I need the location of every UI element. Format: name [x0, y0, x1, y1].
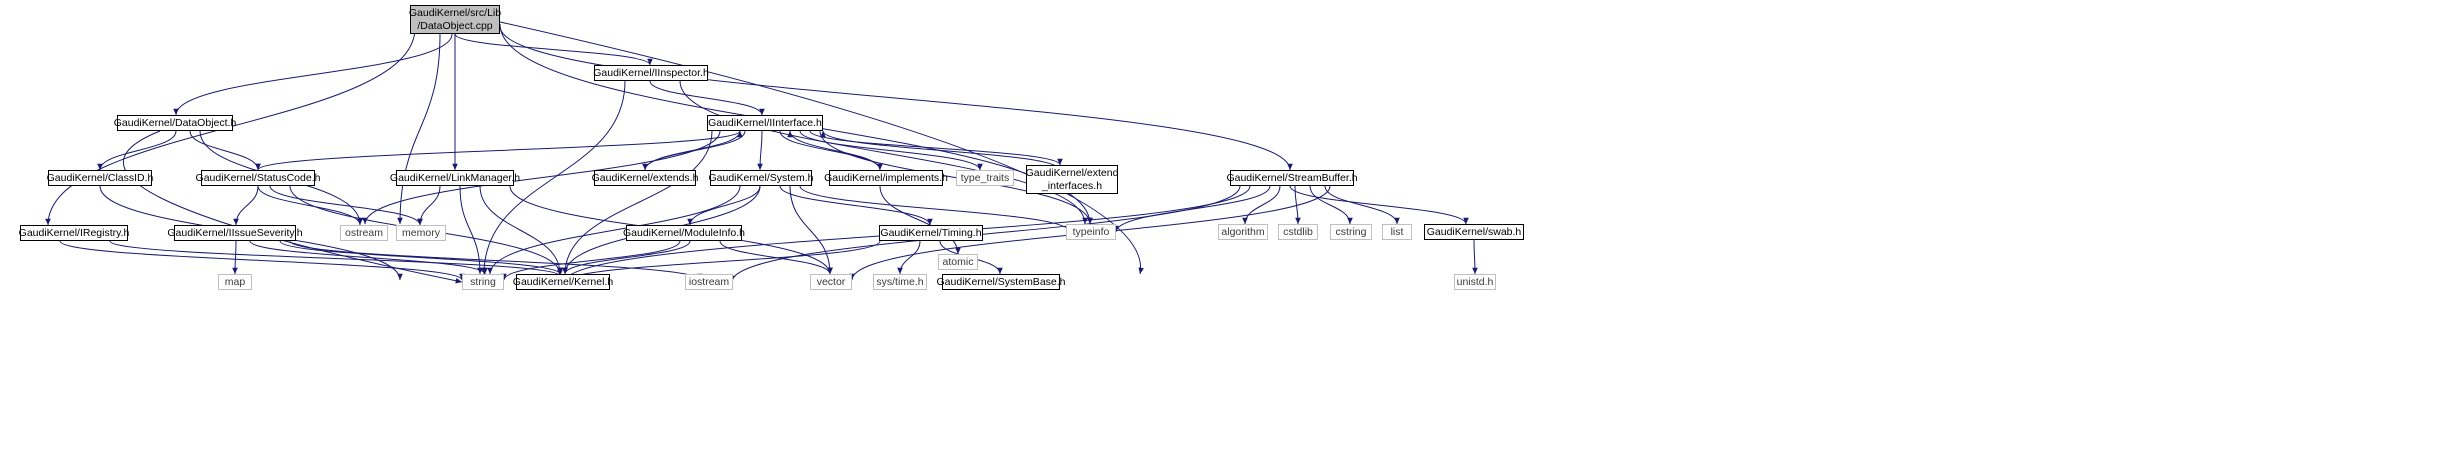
node-ostream[interactable]: ostream — [340, 225, 388, 241]
node-extend-interfaces[interactable]: GaudiKernel/extend _interfaces.h — [1026, 165, 1118, 194]
node-dataobject-h[interactable]: GaudiKernel/DataObject.h — [114, 115, 236, 131]
node-memory[interactable]: memory — [396, 225, 446, 241]
node-string[interactable]: string — [462, 274, 504, 290]
dependency-edge — [789, 185, 833, 275]
dependency-edge — [729, 185, 1241, 283]
dependency-edge — [501, 240, 681, 281]
node-extends[interactable]: GaudiKernel/extends.h — [592, 170, 698, 186]
dependency-edge — [1472, 239, 1478, 275]
dependency-edge — [757, 130, 763, 171]
node-typeinfo[interactable]: typeinfo — [1066, 224, 1116, 240]
dependency-edge — [97, 130, 177, 171]
dependency-edge — [189, 130, 261, 171]
node-system[interactable]: GaudiKernel/System.h — [708, 170, 814, 186]
node-root-dataobject-cpp[interactable]: GaudiKernel/src/Lib /DataObject.cpp — [409, 5, 501, 34]
dependency-edge — [820, 130, 1061, 171]
dependency-edge — [255, 130, 741, 171]
dependency-edge — [779, 130, 883, 171]
dependency-edge — [679, 80, 1088, 225]
dependency-edge — [562, 240, 691, 275]
dependency-edge — [799, 185, 1073, 233]
node-kernel[interactable]: GaudiKernel/Kernel.h — [513, 274, 613, 290]
dependency-edge — [499, 21, 1144, 275]
dependency-edge — [799, 130, 983, 171]
dependency-edge — [397, 33, 441, 225]
node-atomic[interactable]: atomic — [938, 254, 978, 270]
dependency-edge — [499, 25, 1293, 171]
dependency-edge — [289, 240, 703, 281]
dependency-edge — [1309, 185, 1353, 225]
node-cstdlib[interactable]: cstdlib — [1278, 224, 1318, 240]
dependency-edge — [779, 185, 933, 226]
node-type-traits[interactable]: type_traits — [956, 170, 1014, 186]
dependency-edge — [279, 240, 563, 275]
node-map[interactable]: map — [218, 274, 252, 290]
node-swab[interactable]: GaudiKernel/swab.h — [1424, 224, 1524, 240]
node-linkmanager[interactable]: GaudiKernel/LinkManager.h — [390, 170, 520, 186]
dependency-edge — [417, 185, 441, 226]
node-iinterface[interactable]: GaudiKernel/IInterface.h — [707, 115, 823, 131]
dependency-edge — [454, 33, 653, 66]
node-iissueseverity[interactable]: GaudiKernel/IIssueSeverity.h — [167, 225, 303, 241]
dependency-edge — [362, 130, 721, 225]
dependency-edge — [897, 240, 921, 275]
node-moduleinfo[interactable]: GaudiKernel/ModuleInfo.h — [623, 225, 745, 241]
dependency-edge — [257, 185, 363, 226]
node-timing[interactable]: GaudiKernel/Timing.h — [879, 225, 983, 241]
dependency-edge — [787, 130, 881, 171]
node-unistd[interactable]: unistd.h — [1454, 274, 1496, 290]
node-statuscode[interactable]: GaudiKernel/StatusCode.h — [196, 170, 320, 186]
node-classid[interactable]: GaudiKernel/ClassID.h — [47, 170, 153, 186]
dependency-edge — [232, 240, 238, 275]
dependency-edge — [233, 185, 259, 226]
node-cstring[interactable]: cstring — [1330, 224, 1372, 240]
dependency-edge — [644, 130, 743, 171]
dependency-edge — [479, 185, 563, 275]
dependency-edge — [109, 240, 563, 277]
node-iregistry[interactable]: GaudiKernel/IRegistry.h — [19, 225, 129, 241]
node-iostream[interactable]: iostream — [685, 274, 733, 290]
node-implements[interactable]: GaudiKernel/implements.h — [824, 170, 948, 186]
node-list[interactable]: list — [1382, 224, 1412, 240]
dependency-edge — [1324, 185, 1400, 225]
dependency-edge — [173, 33, 453, 116]
dependency-edge — [879, 185, 961, 255]
dependency-edge — [1242, 185, 1281, 225]
dependency-edge — [649, 80, 765, 116]
node-sys-time[interactable]: sys/time.h — [873, 274, 927, 290]
node-iinspector[interactable]: GaudiKernel/IInspector.h — [593, 65, 709, 81]
node-systembase[interactable]: GaudiKernel/SystemBase.h — [937, 274, 1066, 290]
dependency-edge — [481, 80, 626, 275]
dependency-edge — [687, 185, 761, 226]
dependency-edge — [562, 130, 713, 275]
dependency-edge — [122, 130, 463, 284]
dependency-edge — [487, 185, 741, 275]
dependency-edge — [59, 240, 465, 281]
dependency-edge — [269, 185, 423, 226]
node-vector[interactable]: vector — [810, 274, 852, 290]
dependency-edge — [1289, 185, 1469, 225]
dependency-edge — [249, 240, 488, 275]
node-streambuffer[interactable]: GaudiKernel/StreamBuffer.h — [1226, 170, 1358, 186]
dependency-edge — [819, 130, 1093, 225]
dependency-edge — [809, 130, 1063, 166]
node-algorithm[interactable]: algorithm — [1218, 224, 1268, 240]
